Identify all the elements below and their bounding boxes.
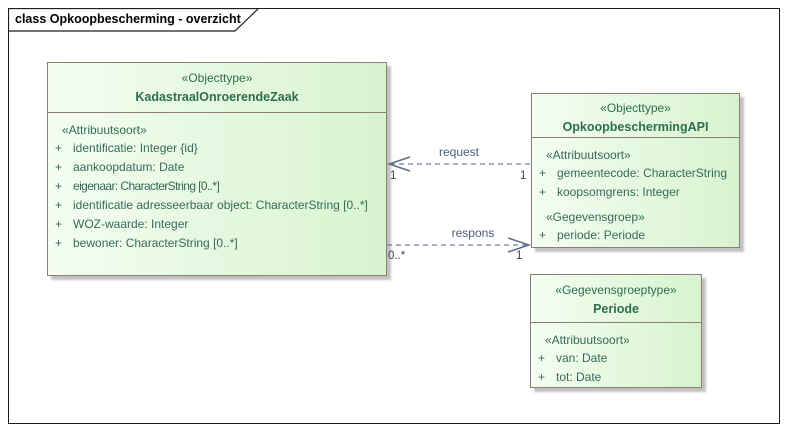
visibility-marker: + — [538, 351, 546, 365]
attribute-text: van: Date — [556, 351, 608, 365]
class-opkoopbescherming-api[interactable]: «Objecttype» OpkoopbeschermingAPI «Attri… — [531, 93, 740, 248]
attribute-text: gemeentecode: CharacterString — [557, 166, 728, 180]
frame-title-tab — [8, 8, 260, 32]
class-stereotype: «Gegevensgroeptype» — [555, 283, 677, 297]
multiplicity-request-source: 1 — [520, 170, 527, 182]
attribute-row: + tot: Date — [531, 368, 701, 387]
attribute-row: + WOZ-waarde: Integer — [48, 215, 386, 234]
class-attributes-compartment: «Attribuutsoort» + van: Date + tot: Date — [531, 322, 701, 389]
multiplicity-respons-target: 1 — [516, 250, 523, 262]
attribute-text: identificatie adresseerbaar object: Char… — [73, 198, 368, 212]
visibility-marker: + — [55, 179, 62, 193]
class-header: «Objecttype» OpkoopbeschermingAPI — [532, 94, 739, 137]
connector-label-respons: respons — [451, 226, 495, 240]
multiplicity-request-target: 1 — [390, 170, 397, 182]
attribute-row: + eigenaar: CharacterString [0..*] — [48, 177, 386, 196]
visibility-marker: + — [55, 141, 63, 155]
class-attributes-compartment: «Attribuutsoort» + identificatie: Integer… — [48, 112, 386, 255]
visibility-marker: + — [539, 185, 547, 199]
class-stereotype: «Objecttype» — [600, 101, 671, 115]
section-stereotype: «Gegevensgroep» — [546, 210, 645, 224]
attribute-row: + identificatie adresseerbaar object: Cha… — [48, 196, 386, 215]
visibility-marker: + — [539, 166, 547, 180]
attribute-text: eigenaar: CharacterString [0..*] — [73, 179, 220, 193]
connector-label-request: request — [438, 145, 480, 159]
attribute-row: + identificatie: Integer {id} — [48, 139, 386, 158]
class-kadastraal-onroerende-zaak[interactable]: «Objecttype» KadastraalOnroerendeZaak «A… — [47, 62, 387, 276]
class-name: OpkoopbeschermingAPI — [562, 120, 709, 134]
visibility-marker: + — [539, 228, 547, 242]
visibility-marker: + — [55, 236, 63, 250]
attribute-row: + bewoner: CharacterString [0..*] — [48, 234, 386, 253]
visibility-marker: + — [55, 198, 63, 212]
class-name: Periode — [593, 302, 639, 316]
class-header: «Gegevensgroeptype» Periode — [531, 275, 701, 322]
attribute-row: + koopsomgrens: Integer — [532, 183, 739, 202]
visibility-marker: + — [55, 217, 63, 231]
section-stereotype: «Attribuutsoort» — [546, 148, 631, 162]
class-periode[interactable]: «Gegevensgroeptype» Periode «Attribuutso… — [530, 274, 702, 388]
multiplicity-respons-source: 0..* — [388, 250, 406, 262]
attribute-text: koopsomgrens: Integer — [557, 185, 680, 199]
attribute-row: + aankoopdatum: Date — [48, 158, 386, 177]
visibility-marker: + — [55, 160, 63, 174]
class-attributes-compartment: «Attribuutsoort» + gemeentecode: Characte… — [532, 137, 739, 247]
attribute-row: + gemeentecode: CharacterString — [532, 164, 739, 183]
attribute-text: tot: Date — [556, 370, 602, 384]
attribute-text: aankoopdatum: Date — [73, 160, 185, 174]
class-name: KadastraalOnroerendeZaak — [135, 90, 299, 104]
attribute-row: + van: Date — [531, 349, 701, 368]
attribute-text: identificatie: Integer {id} — [73, 141, 198, 155]
section-stereotype: «Attribuutsoort» — [545, 333, 630, 347]
diagram-title: class Opkoopbescherming - overzicht — [15, 12, 241, 26]
attribute-row: + periode: Periode — [532, 226, 739, 245]
attribute-text: WOZ-waarde: Integer — [73, 217, 189, 231]
attribute-text: periode: Periode — [557, 228, 646, 242]
class-stereotype: «Objecttype» — [181, 71, 253, 85]
attribute-text: bewoner: CharacterString [0..*] — [73, 236, 238, 250]
class-header: «Objecttype» KadastraalOnroerendeZaak — [48, 63, 386, 112]
visibility-marker: + — [538, 370, 546, 384]
section-stereotype: «Attribuutsoort» — [62, 123, 147, 137]
